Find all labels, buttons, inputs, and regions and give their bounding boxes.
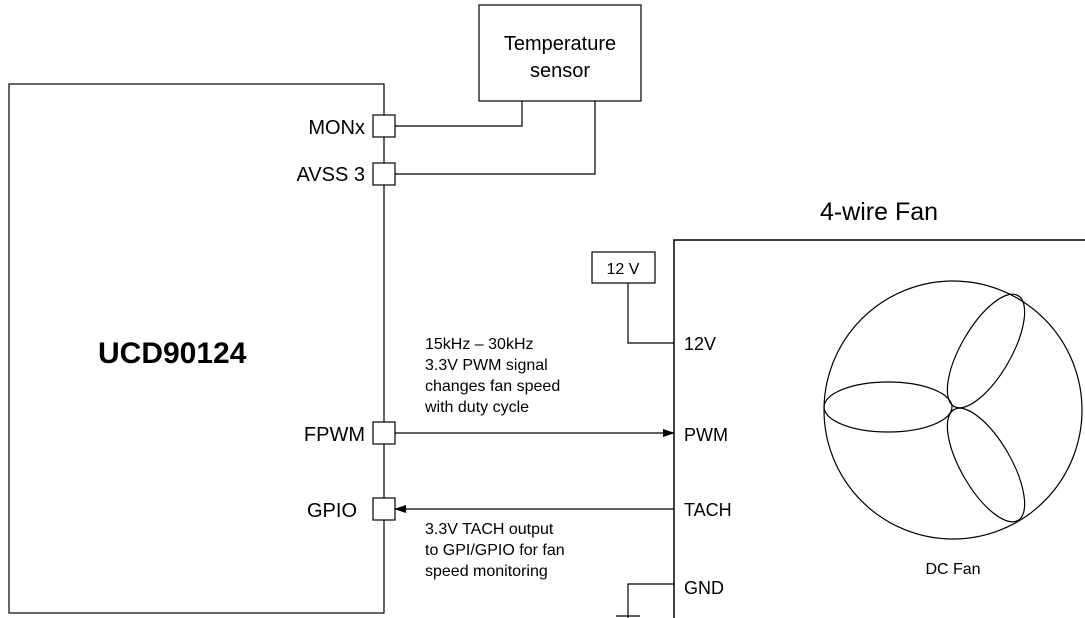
pin-fpwm-label: FPWM [304,424,365,446]
tach-annotation: 3.3V TACH output to GPI/GPIO for fan spe… [425,521,565,580]
fan-title: 4-wire Fan [820,198,938,226]
chip-name: UCD90124 [98,337,247,370]
fan-pin-12v-label: 12V [684,334,716,354]
chip-block: UCD90124 [8,83,385,614]
fan-pin-gnd-label: GND [684,578,724,598]
pwm-annotation: 15kHz – 30kHz 3.3V PWM signal changes fa… [424,336,560,416]
tach-note-line: speed monitoring [425,563,548,580]
pwm-note-line: 15kHz – 30kHz [425,336,534,353]
pin-fpwm-box [372,421,396,445]
pin-monx: MONx [308,114,396,139]
temperature-sensor-label-line1: Temperature [504,33,616,55]
temperature-sensor-box [478,4,642,102]
fan-pin-tach-label: TACH [684,500,732,520]
fan-blade-left [823,381,953,433]
ground-wire [627,583,674,618]
supply-12v: 12 V [591,251,674,344]
fan-block: 4-wire Fan 12V PWM TACH GND DC Fan [673,198,1085,618]
pwm-note-line: with duty cycle [424,399,529,416]
pin-avss3-label: AVSS 3 [296,164,365,186]
pin-gpio: GPIO [307,497,396,522]
pin-fpwm: FPWM [304,421,396,446]
fan-blade-upper [946,293,1026,409]
supply-12v-box [591,251,656,284]
temperature-sensor-label-line2: sensor [530,60,590,82]
fan-label: DC Fan [925,561,980,578]
pin-gpio-box [372,497,396,521]
temperature-sensor-block: Temperature sensor [478,4,642,102]
wire-12v-supply [627,283,674,344]
wire-monx-to-sensor [395,101,523,127]
tach-note-line: to GPI/GPIO for fan [425,542,565,559]
supply-12v-label: 12 V [607,261,640,278]
ground-symbol [616,583,674,618]
fan-outline [673,239,1085,618]
tach-note-line: 3.3V TACH output [425,521,554,538]
fan-blade-lower [946,407,1026,523]
pin-avss3: AVSS 3 [296,162,396,186]
pwm-note-line: changes fan speed [425,378,560,395]
pin-avss3-box [372,162,396,186]
pin-monx-box [372,114,396,138]
pin-monx-label: MONx [308,117,365,139]
pin-gpio-label: GPIO [307,500,357,522]
fan-pin-pwm-label: PWM [684,425,728,445]
chip-outline [8,83,385,614]
pwm-note-line: 3.3V PWM signal [425,357,548,374]
wire-avss3-to-sensor [395,101,596,175]
dc-fan-icon [823,280,1083,540]
